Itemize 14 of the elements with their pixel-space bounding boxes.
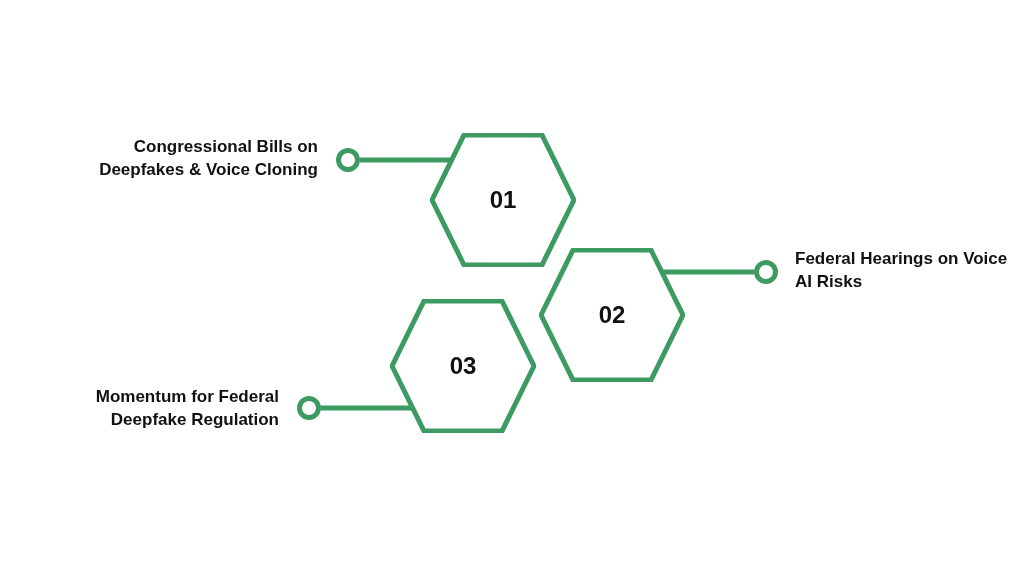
step-number: 03 <box>449 352 477 380</box>
circle-marker <box>336 148 360 172</box>
hexagon-shape <box>430 133 576 267</box>
step-number: 02 <box>598 301 626 329</box>
connector-line <box>360 157 452 163</box>
hexagon-shape <box>390 299 536 433</box>
connector-line <box>321 405 413 411</box>
circle-marker <box>754 260 778 284</box>
item-label: Momentum for Federal Deepfake Regulation <box>94 386 279 431</box>
hexagon-shape <box>539 248 685 382</box>
item-label: Congressional Bills on Deepfakes & Voice Cloning <box>98 136 318 181</box>
step-number: 01 <box>489 186 517 214</box>
item-label: Federal Hearings on Voice AI Risks <box>795 248 1009 293</box>
circle-marker <box>297 396 321 420</box>
